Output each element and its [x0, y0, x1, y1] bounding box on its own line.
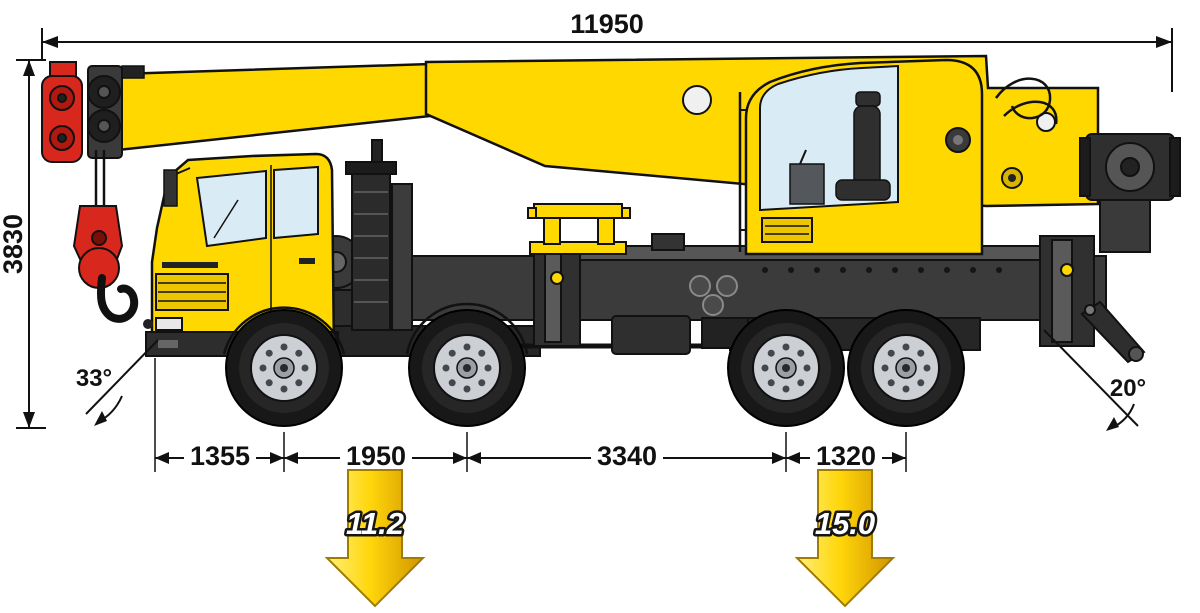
front-axle-load-label: 11.2 [346, 506, 404, 541]
wheel-axle3 [727, 309, 845, 427]
air-intake-stack [345, 139, 413, 331]
windshield [195, 169, 267, 248]
operator-seat [835, 91, 891, 201]
wiper [213, 199, 239, 239]
departure-angle-label: 20° [1110, 375, 1146, 402]
front-fender-arch [222, 306, 346, 355]
hydraulic-hoses [994, 77, 1058, 125]
frame-bolts [762, 267, 1002, 273]
tow-hook [143, 319, 153, 329]
fuel-tank [611, 315, 691, 355]
dimension-overall-length [41, 28, 1173, 92]
wheel-axle2 [408, 309, 526, 427]
dimension-overall-height [16, 59, 46, 429]
rope-guide [121, 65, 145, 79]
crane-cab [738, 58, 984, 256]
rear-axle-load-arrow: 15.0 [794, 469, 896, 608]
approach-angle: 33° [76, 339, 159, 426]
front-axle-load-arrow: 11.2 [324, 469, 426, 608]
approach-angle-label: 33° [76, 365, 112, 392]
boom-head [41, 61, 123, 163]
boom-hole [682, 85, 712, 115]
fog-light [158, 340, 178, 348]
boom-rest-bracket [527, 203, 631, 255]
dimension-axle-spacing [154, 358, 907, 472]
dim-overall-height-label: 3830 [0, 214, 28, 274]
deck-block [651, 233, 685, 251]
front-outrigger [533, 245, 581, 347]
rear-axle-load-label: 15.0 [815, 506, 875, 541]
hook-icon [97, 274, 139, 323]
frame-drums [689, 275, 738, 316]
rear-outrigger [1039, 235, 1095, 347]
second-fender-arch [405, 302, 529, 355]
wheel-axle1 [225, 309, 343, 427]
badge-strip [162, 262, 218, 268]
dim-axle3-axle4-label: 1320 [816, 441, 876, 471]
headlight [155, 317, 183, 331]
door-window [273, 165, 319, 240]
dimension-axle-spacing-labels: 1355 1950 3340 1320 [184, 441, 882, 471]
dim-overall-length-label: 11950 [570, 9, 644, 39]
boom-tip-section [116, 62, 432, 152]
truck-cab [143, 152, 346, 357]
dim-axle2-axle3-label: 3340 [597, 441, 657, 471]
side-mirror [163, 169, 178, 207]
control-console [789, 163, 825, 205]
cab-vent [761, 217, 813, 243]
dim-front-overhang-label: 1355 [190, 441, 250, 471]
exhaust-tip [371, 139, 383, 165]
dim-axle1-axle2-label: 1950 [346, 441, 406, 471]
wheel-axle4 [847, 309, 965, 427]
rear-stabilizer-jack [1080, 300, 1146, 364]
rear-winch [1079, 133, 1181, 253]
door-handle [299, 258, 315, 264]
hook-block [72, 150, 139, 323]
departure-angle: 20° [1043, 329, 1146, 431]
